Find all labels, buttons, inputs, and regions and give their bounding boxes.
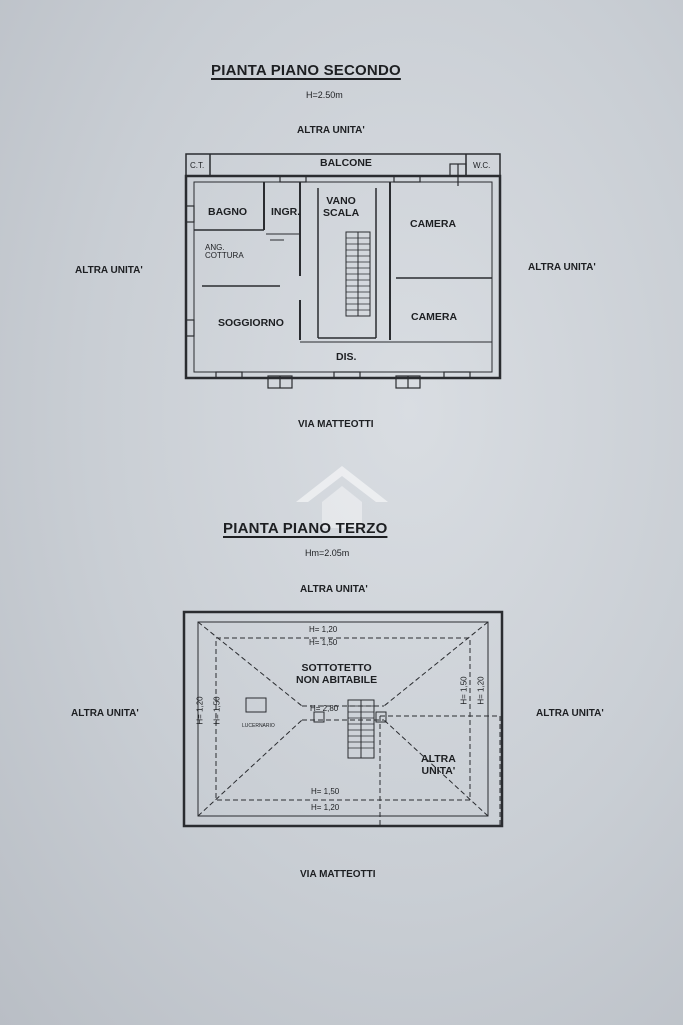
sottotetto-line2: NON ABITABILE [296, 673, 378, 686]
watermark-logo [296, 466, 388, 528]
floor3-right-neighbor: ALTRA UNITA' [536, 708, 604, 719]
room-wc: W.C. [473, 161, 491, 170]
room-camera-top: CAMERA [410, 218, 457, 230]
room-dis: DIS. [336, 351, 357, 363]
label-lucernario: LUCERNARIO [242, 723, 275, 729]
floor3-height: Hm=2.05m [305, 548, 350, 558]
room-ct: C.T. [190, 161, 205, 170]
floor3-street: VIA MATTEOTTI [300, 869, 376, 880]
height-top-outer: H= 1,20 [309, 625, 338, 634]
ang-cottura-line2: COTTURA [205, 251, 244, 261]
room-ingr: INGR. [271, 206, 301, 218]
height-bottom-outer: H= 1,20 [311, 803, 340, 812]
room-ang-cottura: ANG. COTTURA [205, 243, 244, 261]
floor3-left-neighbor: ALTRA UNITA' [71, 708, 139, 719]
floor2-right-neighbor: ALTRA UNITA' [528, 262, 596, 273]
floor3-title: PIANTA PIANO TERZO [223, 520, 388, 537]
floor2-height: H=2.50m [306, 90, 343, 100]
height-left-inner: H= 1,50 [212, 696, 222, 725]
height-right-outer: H= 1,20 [476, 676, 486, 705]
room-vano-scala: VANO SCALA [323, 195, 360, 219]
sottotetto-line1: SOTTOTETTO [301, 662, 372, 674]
floor2-floorplan [184, 153, 502, 389]
vano-scala-line1: VANO [326, 195, 356, 207]
floor3-top-neighbor: ALTRA UNITA' [300, 584, 368, 595]
altra-unita-line2: UNITA' [421, 764, 456, 777]
floor2-title: PIANTA PIANO SECONDO [211, 62, 401, 79]
room-altra-unita: ALTRA UNITA' [421, 753, 456, 777]
height-left-outer: H= 1,20 [195, 696, 205, 725]
room-camera-bottom: CAMERA [411, 311, 458, 323]
floor2-left-neighbor: ALTRA UNITA' [75, 265, 143, 276]
height-center: H= 2,80 [310, 704, 339, 713]
room-balcone: BALCONE [320, 157, 372, 169]
ang-cottura-line1: ANG. [205, 243, 225, 252]
vano-scala-line2: SCALA [323, 206, 360, 219]
height-bottom-inner: H= 1,50 [311, 787, 340, 796]
room-bagno: BAGNO [208, 206, 248, 218]
floor2-top-neighbor: ALTRA UNITA' [297, 125, 365, 136]
height-top-inner: H= 1,50 [309, 638, 338, 647]
floor2-street: VIA MATTEOTTI [298, 419, 374, 430]
room-sottotetto: SOTTOTETTO NON ABITABILE [296, 662, 378, 686]
room-soggiorno: SOGGIORNO [218, 317, 284, 329]
altra-unita-line1: ALTRA [421, 753, 456, 765]
height-right-inner: H= 1,50 [459, 676, 469, 705]
floor3-floorplan [182, 610, 504, 828]
